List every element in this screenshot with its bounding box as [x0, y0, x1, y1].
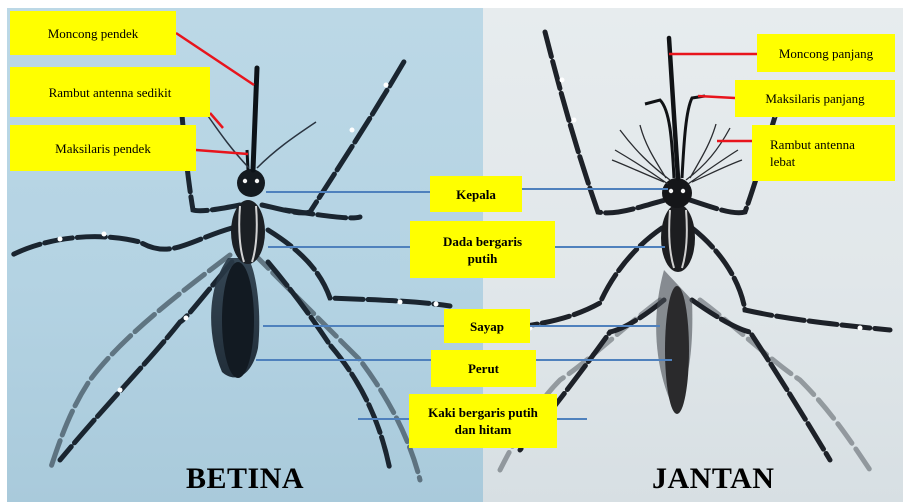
- label-dada-bergaris-putih: Dada bergaris putih: [410, 221, 555, 278]
- label-rambut-antenna-sedikit: Rambut antenna sedikit: [10, 67, 210, 117]
- label-kepala: Kepala: [430, 176, 522, 212]
- label-perut: Perut: [431, 350, 536, 387]
- label-maksilaris-panjang: Maksilaris panjang: [735, 80, 895, 117]
- label-moncong-pendek: Moncong pendek: [10, 11, 176, 55]
- label-kaki-bergaris: Kaki bergaris putih dan hitam: [409, 394, 557, 448]
- label-moncong-panjang: Moncong panjang: [757, 34, 895, 72]
- female-mosquito: [12, 60, 450, 480]
- label-maksilaris-pendek: Maksilaris pendek: [10, 125, 196, 171]
- label-rambut-antenna-lebat: Rambut antenna lebat: [752, 125, 895, 181]
- title-betina: BETINA: [186, 462, 304, 496]
- title-jantan: JANTAN: [652, 462, 774, 496]
- label-sayap: Sayap: [444, 309, 530, 343]
